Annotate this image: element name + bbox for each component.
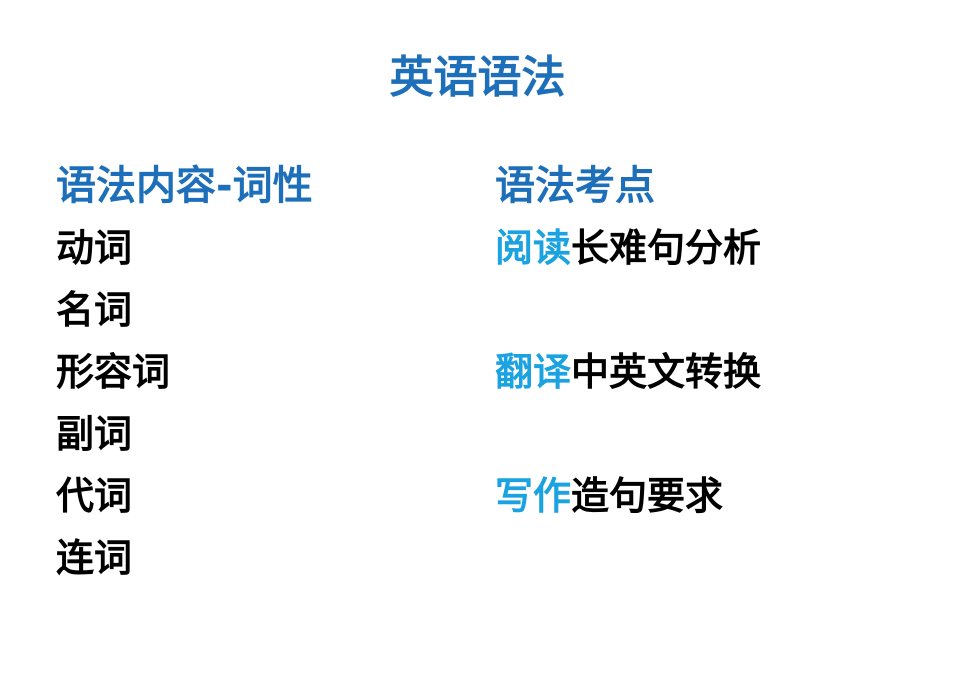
right-column: 语法考点 阅读长难句分析 翻译中英文转换 写作造句要求 — [495, 155, 761, 527]
row-spacer — [495, 403, 761, 465]
exam-focus-label: 中英文转换 — [571, 350, 762, 394]
right-heading: 语法考点 — [495, 163, 655, 209]
exam-point-reading: 阅读长难句分析 — [495, 217, 761, 279]
pos-item-adverb: 副词 — [56, 412, 133, 456]
exam-point-translation: 翻译中英文转换 — [495, 341, 761, 403]
pos-item-noun: 名词 — [56, 288, 133, 332]
pos-item-adjective: 形容词 — [56, 350, 171, 394]
exam-focus-label: 造句要求 — [571, 474, 724, 518]
exam-skill-label: 写作 — [495, 474, 572, 518]
left-heading: 语法内容-词性 — [56, 163, 313, 209]
row-spacer — [495, 279, 761, 341]
left-column: 语法内容-词性 动词 名词 形容词 副词 代词 连词 — [56, 155, 313, 589]
exam-point-writing: 写作造句要求 — [495, 465, 761, 527]
exam-focus-label: 长难句分析 — [571, 226, 762, 270]
pos-item-verb: 动词 — [56, 226, 133, 270]
pos-item-pronoun: 代词 — [56, 474, 133, 518]
pos-item-conjunction: 连词 — [56, 536, 133, 580]
exam-skill-label: 翻译 — [495, 350, 572, 394]
exam-skill-label: 阅读 — [495, 226, 572, 270]
slide-title: 英语语法 — [389, 52, 566, 103]
